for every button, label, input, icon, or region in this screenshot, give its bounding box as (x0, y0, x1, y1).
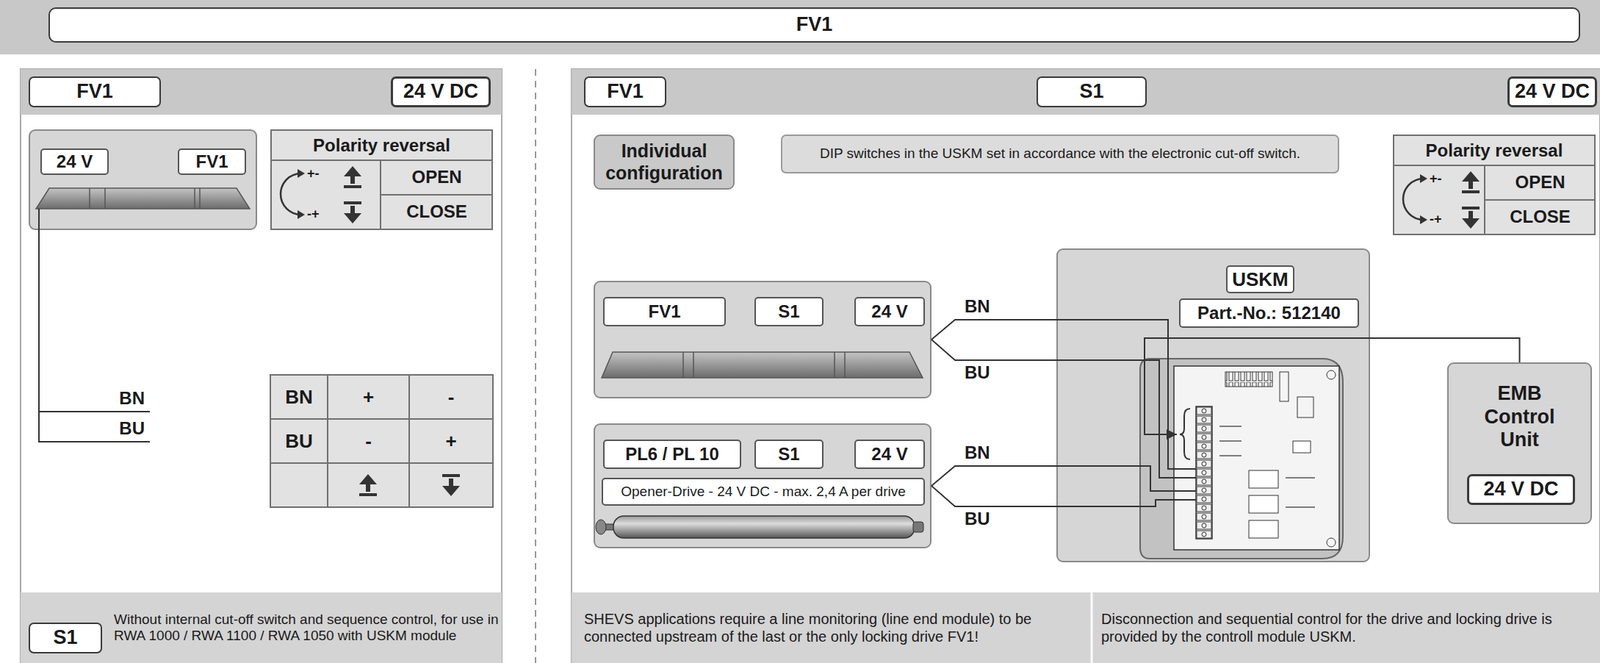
wire-connector (931, 319, 1196, 469)
label-text: BN (962, 442, 1007, 463)
label-text: USKM (1226, 265, 1295, 294)
opener-drive (595, 515, 924, 538)
label-text: S1 (30, 623, 101, 652)
label-text: FV1 (30, 77, 160, 106)
label-text: PL6 / PL 10 (603, 439, 742, 469)
uskm-module (1140, 358, 1343, 559)
panel-footer (20, 592, 502, 663)
node-box: S1 (1036, 76, 1147, 108)
footer-divider (1090, 592, 1094, 663)
node-box: EMB Control Unit 24 V DC (1447, 362, 1592, 524)
label-text: FV1 (49, 8, 1580, 42)
label-text: - (327, 418, 410, 463)
label-text: CLOSE (1486, 199, 1595, 234)
label-text: S1 (754, 296, 824, 327)
label-text: Without internal cut-off switch and sequ… (111, 593, 502, 662)
node-box: S1 (28, 622, 103, 654)
label-text: BU (962, 362, 1007, 383)
wire-connector (1144, 337, 1520, 435)
label-text: DIP switches in the USKM set in accordan… (788, 135, 1332, 172)
polarity-icon (280, 166, 1480, 229)
top-band (0, 0, 1600, 55)
left-panel (20, 69, 502, 663)
label-text: 24 V DC (1509, 78, 1595, 106)
label-text: Part.-No.: 512140 (1179, 298, 1360, 328)
label-text: BU (270, 418, 328, 463)
label-text: Opener-Drive - 24 V DC - max. 2,4 A per … (601, 477, 925, 506)
label-text: + (409, 418, 493, 463)
node-box: FV1 (584, 76, 667, 108)
node-box: 24 V DC (390, 76, 491, 108)
panel-header (20, 69, 502, 115)
panel-header (571, 69, 1600, 115)
wire-connector (931, 485, 1196, 507)
label-text: Disconnection and sequential control for… (1098, 595, 1592, 662)
label-text: 24 V (854, 296, 925, 327)
label-text: Polarity reversal (1394, 135, 1595, 166)
label-text: 24 V DC (1469, 476, 1573, 503)
label-text: EMB Control Unit (1471, 370, 1568, 463)
drive-bar (601, 351, 923, 378)
label-text: - (409, 374, 493, 419)
label-text: FV1 (603, 296, 726, 327)
label-text: 24 V (854, 439, 925, 469)
label-text: S1 (1038, 77, 1146, 106)
wire-color-table (270, 374, 493, 507)
separator (534, 69, 537, 663)
label-text: FV1 (585, 77, 665, 106)
label-text: BU (95, 417, 147, 439)
label-text: +- (1429, 171, 1455, 188)
label-text: OPEN (382, 160, 492, 195)
node-box: 24 V DC (1467, 473, 1576, 505)
polarity-grid (270, 160, 1596, 236)
label-text: 24 V DC (393, 78, 489, 106)
node-box: 24 V FV1 (28, 129, 258, 230)
label-text: S1 (754, 439, 824, 469)
node-box: FV1 S1 24 V (593, 280, 932, 399)
label-text: 24 V (40, 148, 109, 175)
label-text: Individual configuration (596, 135, 732, 189)
label-text: BU (962, 509, 1007, 529)
label-text: OPEN (1486, 165, 1595, 200)
drive-bar (35, 188, 250, 209)
panel-footer (571, 592, 1600, 663)
label-text: -+ (1429, 211, 1455, 228)
node-box: FV1 (28, 76, 161, 108)
label-text: BN (962, 296, 1007, 317)
node-box: Individual configuration (593, 134, 735, 190)
label-text: SHEVS applications require a line monito… (581, 595, 1088, 662)
wire-connector (931, 339, 1196, 478)
label-text: BN (95, 387, 147, 409)
label-text: FV1 (177, 148, 247, 175)
title-box (49, 8, 1580, 42)
right-panel (571, 69, 1600, 663)
wire (38, 208, 150, 442)
label-text: Polarity reversal (271, 130, 492, 161)
label-text: +- (307, 166, 333, 183)
wire-connector (931, 465, 1196, 491)
node-box: 24 V DC (1507, 76, 1598, 108)
label-text: + (327, 374, 410, 419)
label-text: -+ (307, 206, 333, 223)
label-text: BN (270, 374, 328, 419)
label-text: CLOSE (382, 194, 492, 229)
node-box: DIP switches in the USKM set in accordan… (780, 134, 1340, 174)
